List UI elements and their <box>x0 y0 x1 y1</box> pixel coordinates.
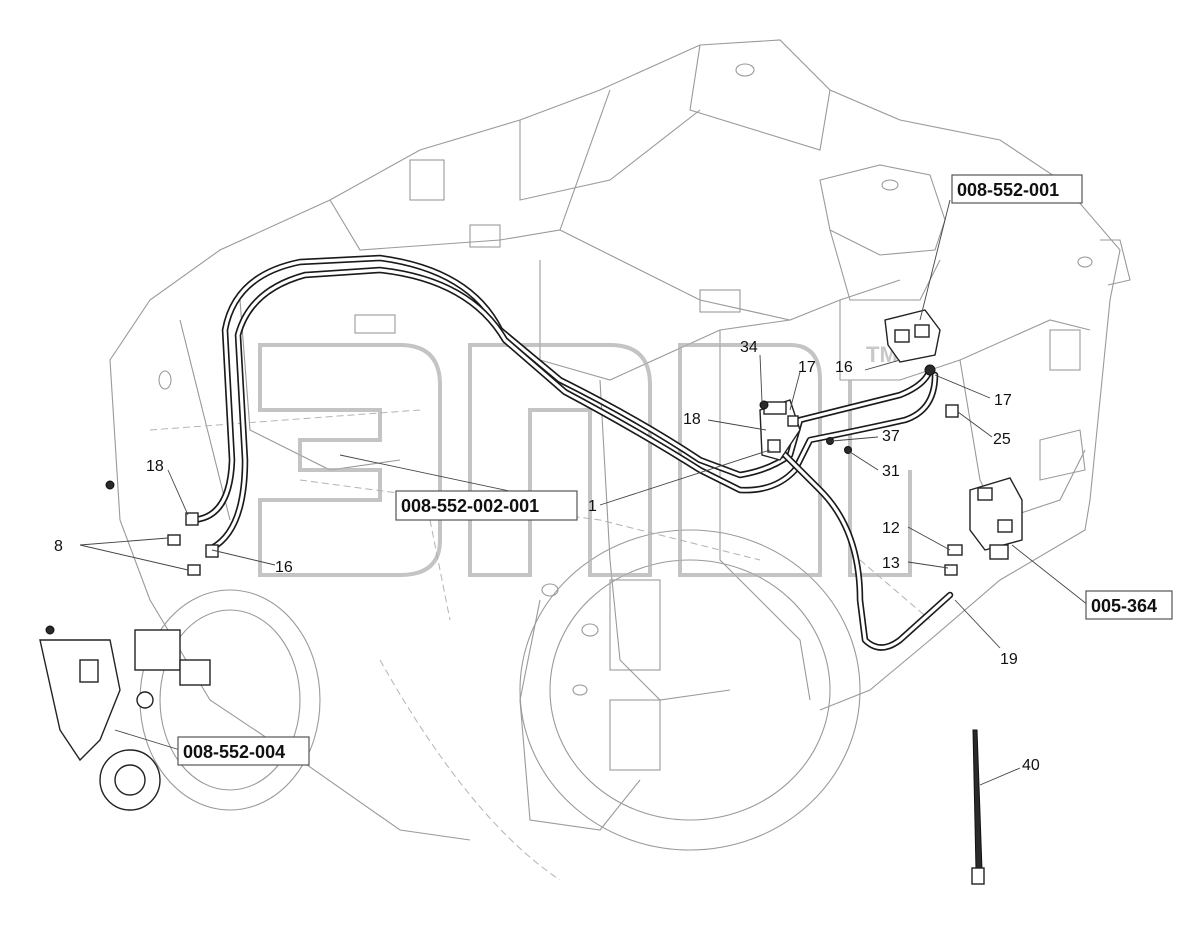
callout-17-right: 17 <box>994 392 1012 409</box>
leader-lines <box>79 199 1089 786</box>
callout-18-left: 18 <box>146 458 164 475</box>
top-right-valve <box>884 309 941 376</box>
left-fittings <box>167 512 219 576</box>
watermark-logo: TM <box>258 342 912 577</box>
reference-008-552-001[interactable]: 008-552-001 <box>951 174 1083 204</box>
left-motor-assembly <box>39 480 211 811</box>
valve-block <box>759 399 852 461</box>
callout-16-upper: 16 <box>835 359 853 376</box>
hoses <box>186 254 954 651</box>
reference-008-552-004-text: 008-552-004 <box>183 742 285 762</box>
callout-37: 37 <box>882 428 900 445</box>
callout-labels: 34 17 16 17 18 37 25 31 1 18 8 16 12 13 … <box>54 339 1040 774</box>
callout-17-upper: 17 <box>798 359 816 376</box>
reference-008-552-002-001[interactable]: 008-552-002-001 <box>395 490 578 521</box>
reference-008-552-001-text: 008-552-001 <box>957 180 1059 200</box>
right-valve <box>944 404 1023 576</box>
callout-18-center: 18 <box>683 411 701 428</box>
reference-005-364-text: 005-364 <box>1091 596 1157 616</box>
callout-34: 34 <box>740 339 758 356</box>
cable-tie <box>971 729 985 885</box>
callout-19: 19 <box>1000 651 1018 668</box>
callout-31: 31 <box>882 463 900 480</box>
callout-25: 25 <box>993 431 1011 448</box>
reference-008-552-004[interactable]: 008-552-004 <box>177 736 310 766</box>
callout-1: 1 <box>588 498 597 515</box>
reference-008-552-002-001-text: 008-552-002-001 <box>401 496 539 516</box>
callout-12: 12 <box>882 520 900 537</box>
callout-16-left: 16 <box>275 559 293 576</box>
callout-40: 40 <box>1022 757 1040 774</box>
callout-8: 8 <box>54 538 63 555</box>
callout-13: 13 <box>882 555 900 572</box>
reference-005-364[interactable]: 005-364 <box>1085 590 1173 620</box>
